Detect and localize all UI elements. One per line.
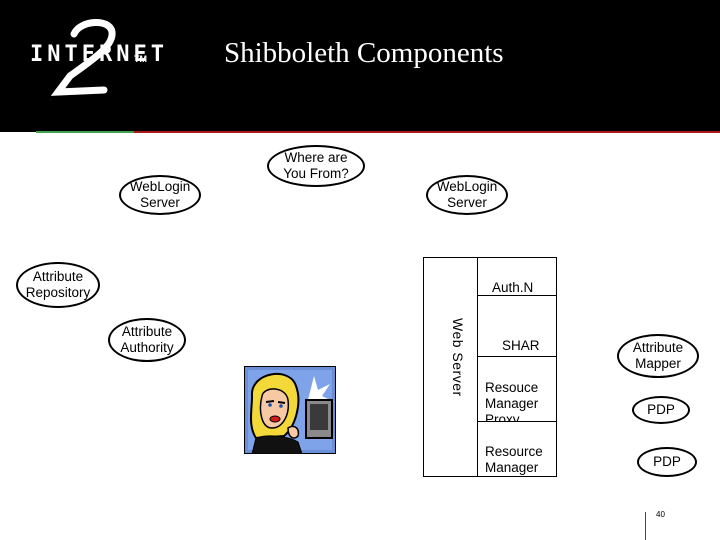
internet2-logo: 2 INTERNET TM [30, 16, 170, 110]
pdp-bubble-1: PDP [632, 396, 690, 424]
web-server-label: Web Server [450, 318, 466, 397]
resource-manager-proxy-label: Resouce Manager Proxy [485, 380, 539, 427]
shar-box: SHAR [477, 295, 557, 357]
logo-tm: TM [134, 54, 147, 64]
page-number: 40 [656, 510, 665, 519]
logo-text: INTERNET [30, 42, 168, 67]
resource-manager-box: Resource Manager [477, 421, 557, 477]
pdp-bubble-2: PDP [637, 447, 697, 477]
header-rule-green [36, 131, 134, 133]
web-server-box [423, 257, 478, 477]
attribute-mapper-bubble: Attribute Mapper [617, 334, 699, 378]
shar-label: SHAR [502, 338, 540, 353]
attribute-repository-bubble: Attribute Repository [16, 262, 100, 308]
header-rule-red [134, 131, 720, 133]
user-at-computer-picture [243, 365, 337, 455]
where-are-you-from-bubble: Where are You From? [267, 145, 365, 187]
page-number-divider [645, 512, 646, 540]
slide-header [0, 0, 720, 132]
logo-numeral-2-icon: 2 [50, 19, 116, 101]
attribute-authority-bubble: Attribute Authority [108, 318, 186, 362]
weblogin-server-left-bubble: WebLogin Server [119, 175, 201, 215]
authn-box: Auth.N [477, 257, 557, 296]
logo-numeral: 2 [50, 99, 51, 101]
weblogin-server-right-bubble: WebLogin Server [426, 175, 508, 215]
authn-label: Auth.N [492, 280, 534, 295]
page-title: Shibboleth Components [224, 37, 504, 69]
resource-manager-label: Resource Manager [485, 444, 543, 475]
resource-manager-proxy-box: Resouce Manager Proxy [477, 356, 557, 427]
